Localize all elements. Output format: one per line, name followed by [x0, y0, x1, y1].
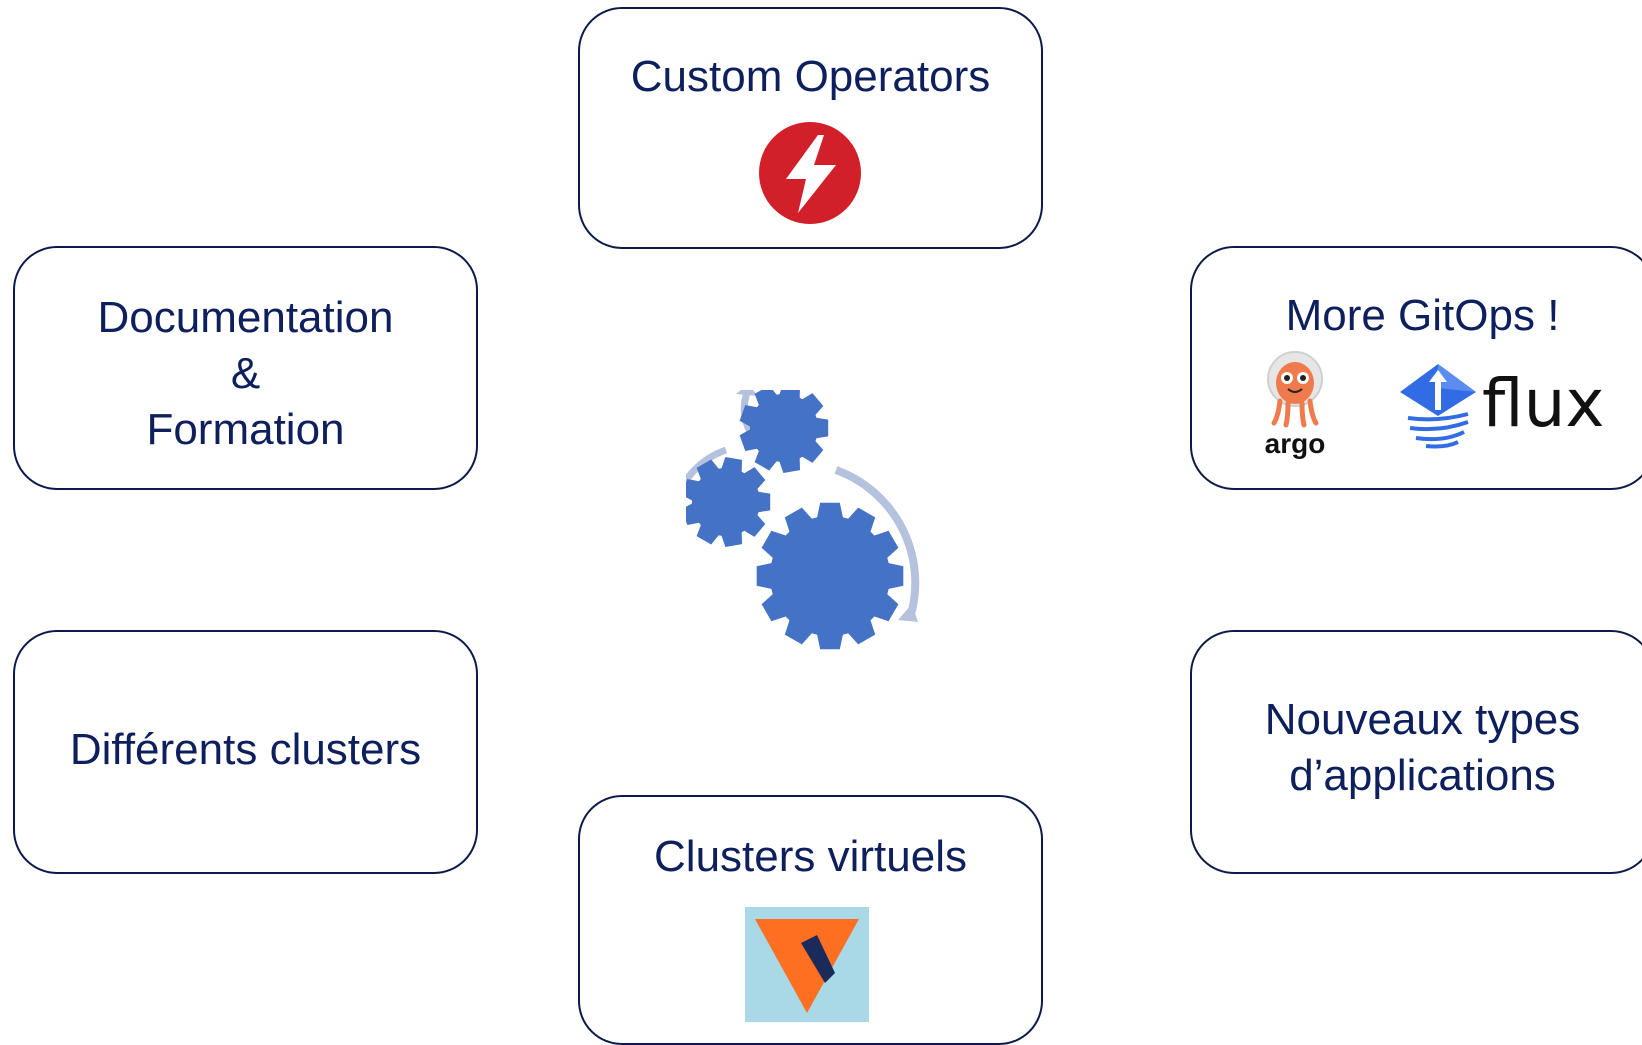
- lightning-bolt-icon: [759, 122, 861, 224]
- gitops-box: More GitOps ! argo flux: [1190, 246, 1642, 490]
- flux-wordmark: flux: [1482, 365, 1604, 442]
- small-gear-left-body: [692, 468, 760, 536]
- differents-clusters-box: Différents clusters: [13, 630, 478, 874]
- rotation-arrow: [686, 446, 728, 488]
- vcluster-logo: [745, 907, 869, 1022]
- custom-operators-box: Custom Operators: [578, 7, 1043, 249]
- argo-logo: argo: [1265, 351, 1326, 459]
- gear-cluster: [686, 390, 904, 650]
- differents-clusters-label: Différents clusters: [69, 725, 422, 774]
- applications-label: d’applications: [1289, 751, 1556, 800]
- documentation-label: Documentation: [97, 293, 394, 342]
- small-gear-top-body: [750, 394, 818, 462]
- clusters-virtuels-label: Clusters virtuels: [654, 832, 967, 881]
- rotation-arrowhead: [736, 390, 758, 396]
- nouveaux-types-label: Nouveaux types: [1264, 695, 1581, 744]
- rotation-arrow: [834, 466, 920, 620]
- formation-label: Formation: [146, 405, 345, 454]
- gears-icon: [686, 390, 920, 650]
- argo-wordmark: argo: [1265, 428, 1326, 459]
- large-gear-body: [770, 516, 890, 636]
- clusters-virtuels-box: Clusters virtuels: [578, 795, 1043, 1045]
- ampersand-label: &: [230, 349, 261, 398]
- nouveaux-types-box: Nouveaux types d’applications: [1190, 630, 1642, 874]
- custom-operators-label: Custom Operators: [630, 52, 991, 101]
- documentation-box: Documentation & Formation: [13, 246, 478, 490]
- gitops-label: More GitOps !: [1285, 291, 1560, 340]
- rotation-arrowhead: [898, 604, 918, 622]
- flux-logo: flux: [1400, 364, 1604, 449]
